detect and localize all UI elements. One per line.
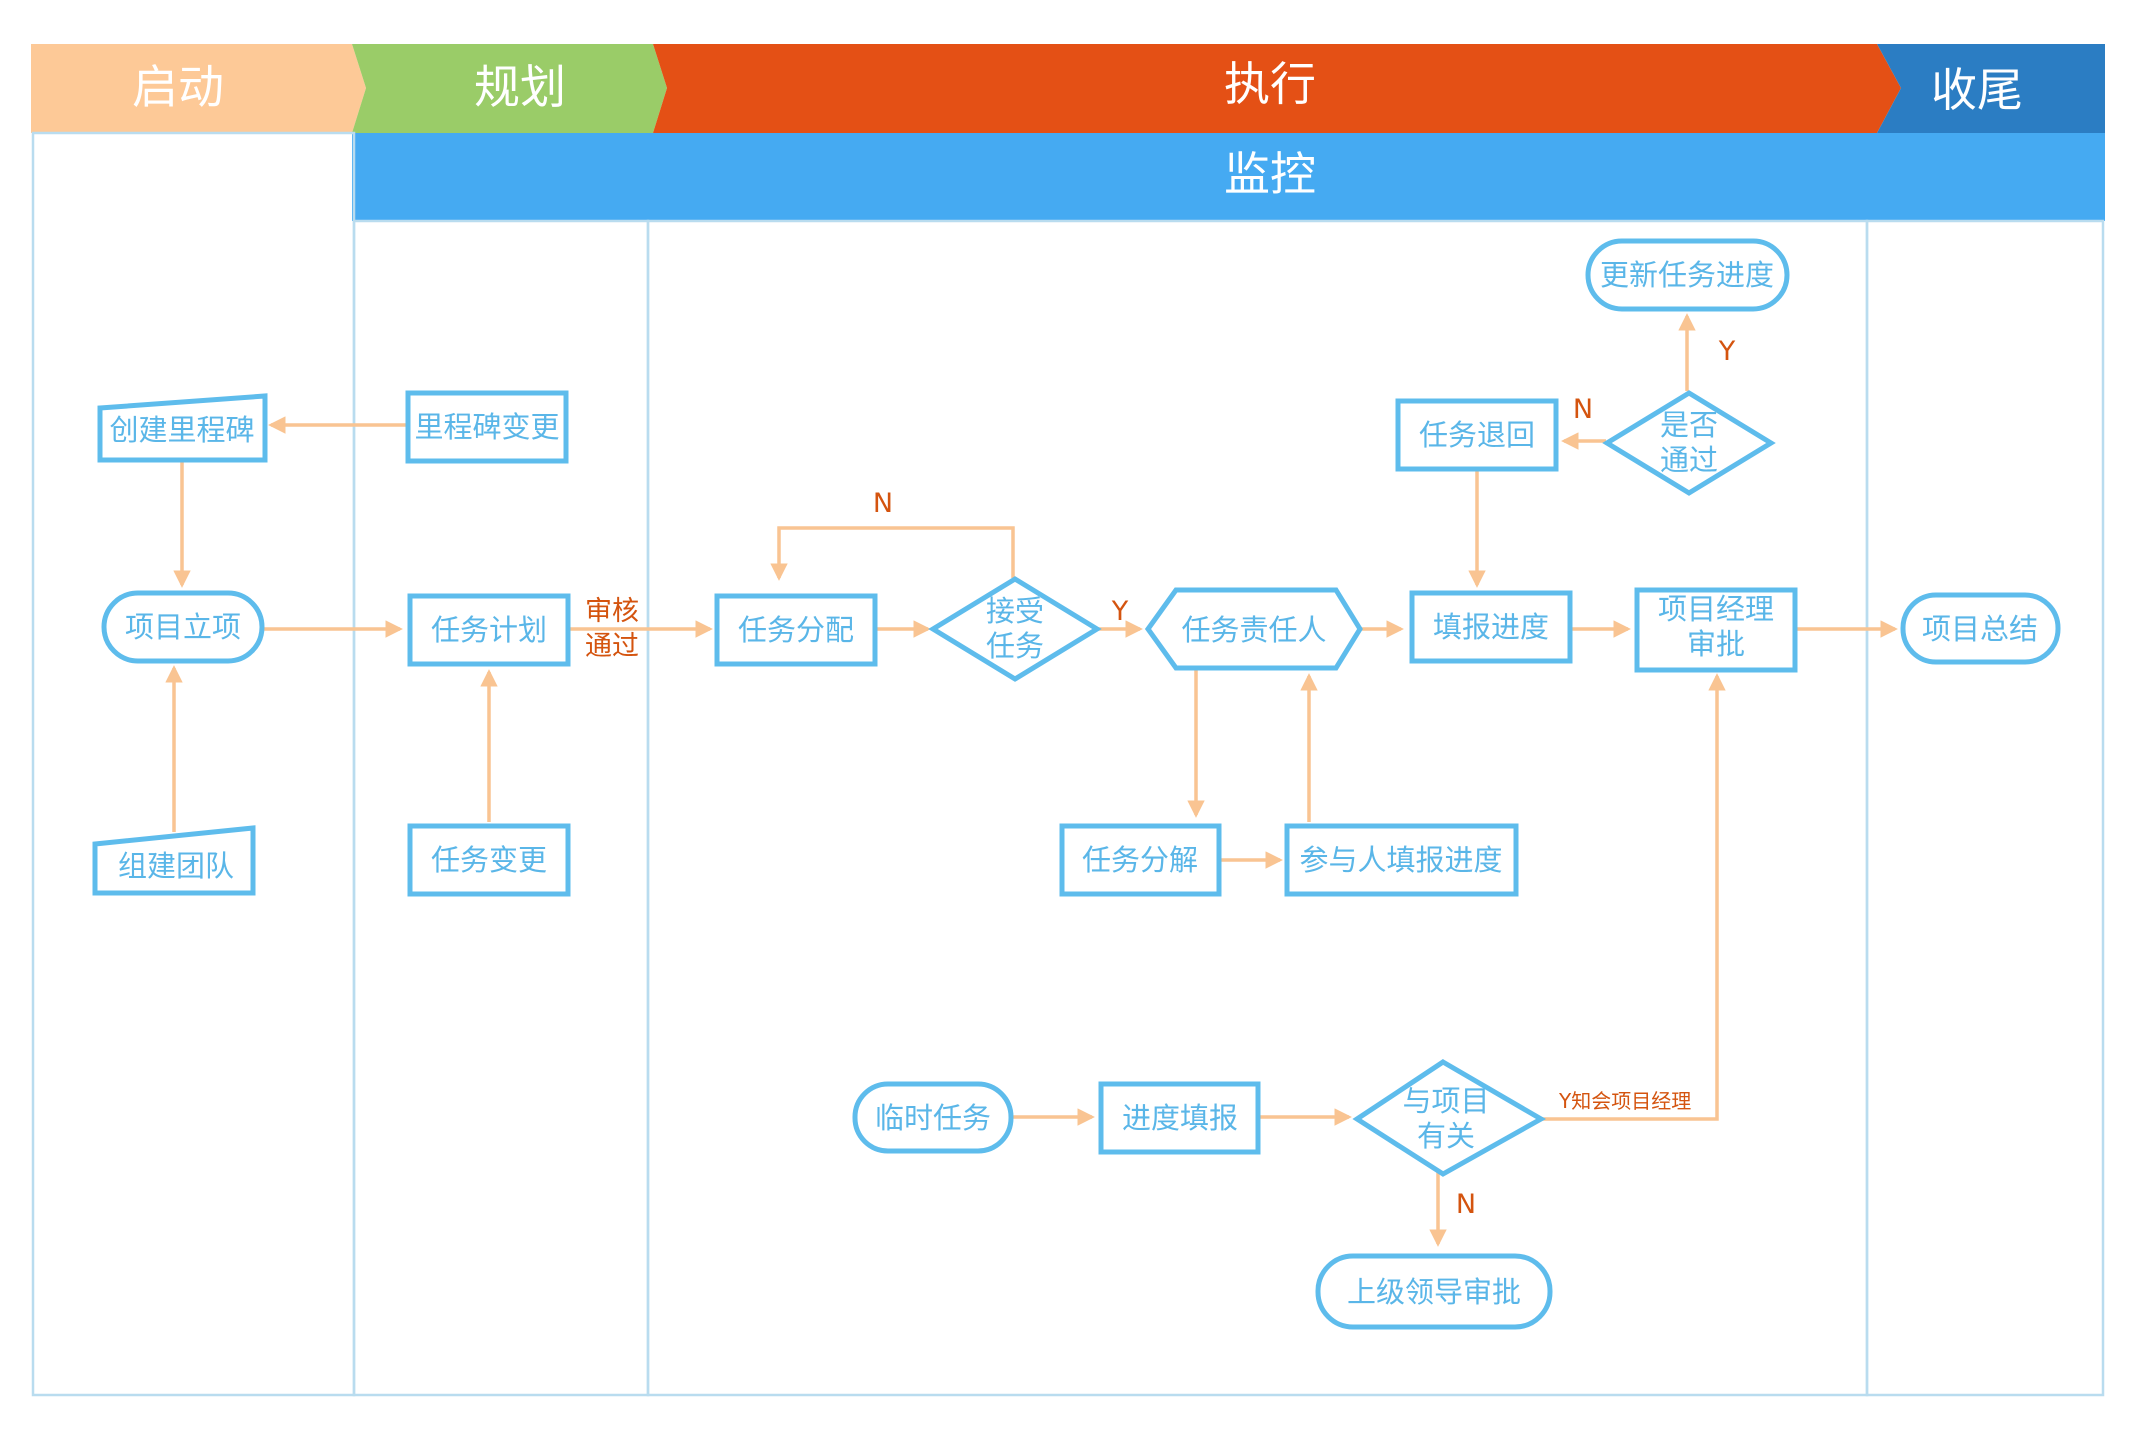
label-accept-yes: Y — [1111, 596, 1129, 627]
node-create-milestone-label: 创建里程碑 — [109, 413, 254, 447]
node-leader-approve[interactable]: 上级领导审批 — [1315, 1253, 1553, 1330]
node-task-change[interactable]: 任务变更 — [407, 823, 571, 897]
node-task-breakdown-label: 任务分解 — [1082, 843, 1198, 877]
node-pm-approve-label-2: 审批 — [1687, 627, 1745, 661]
arrow-accept-no-loop — [770, 526, 1015, 581]
node-temp-task[interactable]: 临时任务 — [852, 1081, 1014, 1154]
node-build-team-label: 组建团队 — [118, 849, 234, 883]
node-task-assign-label: 任务分配 — [738, 613, 854, 647]
phase-execute-label: 执行 — [1224, 57, 1316, 111]
lane-close — [1865, 219, 2105, 1397]
label-review-pass-2: 通过 — [585, 631, 639, 662]
node-is-pass-label-2: 通过 — [1660, 443, 1718, 477]
node-milestone-change-label: 里程碑变更 — [414, 410, 559, 444]
node-task-return[interactable]: 任务退回 — [1395, 398, 1559, 472]
node-accept-task[interactable]: 接受 任务 — [928, 576, 1102, 682]
lane-start — [31, 131, 356, 1397]
node-progress-report-label: 进度填报 — [1122, 1101, 1238, 1135]
node-participant-report[interactable]: 参与人填报进度 — [1284, 823, 1519, 897]
node-update-progress-label: 更新任务进度 — [1600, 258, 1774, 292]
node-task-breakdown[interactable]: 任务分解 — [1059, 823, 1222, 897]
node-task-plan[interactable]: 任务计划 — [407, 593, 571, 667]
node-task-assign[interactable]: 任务分配 — [714, 593, 878, 667]
nodes: 创建里程碑 里程碑变更 项目立项 组建团队 任务计划 任务变更 — [92, 238, 2061, 1330]
node-pm-approve[interactable]: 项目经理 审批 — [1634, 587, 1798, 673]
node-leader-approve-label: 上级领导审批 — [1347, 1275, 1521, 1309]
arrow-related-yes-to-pm — [1541, 673, 1726, 1121]
monitor-label: 监控 — [1224, 147, 1316, 201]
node-related-label-2: 有关 — [1417, 1119, 1475, 1153]
node-is-pass[interactable]: 是否 通过 — [1602, 390, 1776, 496]
node-accept-task-label-1: 接受 — [986, 594, 1044, 628]
phase-plan-band — [352, 44, 667, 133]
phase-plan-label: 规划 — [474, 60, 566, 114]
label-pass-yes: Y — [1718, 336, 1736, 367]
node-is-pass-label-1: 是否 — [1660, 408, 1718, 442]
node-report-progress-label: 填报进度 — [1433, 610, 1549, 644]
label-accept-no: N — [873, 488, 893, 519]
node-progress-report[interactable]: 进度填报 — [1098, 1081, 1261, 1155]
phase-start-label: 启动 — [132, 60, 224, 114]
node-task-owner[interactable]: 任务责任人 — [1144, 587, 1363, 671]
phase-header: 启动 规划 执行 收尾 — [31, 44, 2105, 133]
node-update-progress[interactable]: 更新任务进度 — [1585, 238, 1790, 312]
node-project-summary[interactable]: 项目总结 — [1900, 592, 2061, 665]
node-build-team[interactable]: 组建团队 — [92, 825, 256, 896]
phase-execute-band — [653, 44, 1901, 133]
node-related-label-1: 与项目 — [1402, 1084, 1489, 1118]
node-task-owner-label: 任务责任人 — [1181, 613, 1326, 647]
node-project-summary-label: 项目总结 — [1922, 612, 2038, 646]
node-project-setup[interactable]: 项目立项 — [101, 590, 265, 664]
node-report-progress[interactable]: 填报进度 — [1409, 590, 1573, 664]
label-related-yes: Y知会项目经理 — [1558, 1089, 1691, 1113]
phase-close-label: 收尾 — [1931, 63, 2023, 117]
node-pm-approve-label-1: 项目经理 — [1658, 592, 1774, 626]
label-related-no: N — [1456, 1189, 1476, 1220]
node-temp-task-label: 临时任务 — [875, 1101, 991, 1135]
node-task-plan-label: 任务计划 — [431, 613, 547, 647]
node-task-return-label: 任务退回 — [1419, 418, 1535, 452]
node-participant-report-label: 参与人填报进度 — [1299, 843, 1502, 877]
node-create-milestone[interactable]: 创建里程碑 — [97, 393, 268, 463]
node-related[interactable]: 与项目 有关 — [1352, 1059, 1547, 1177]
node-milestone-change[interactable]: 里程碑变更 — [405, 390, 569, 464]
label-pass-no: N — [1573, 394, 1593, 425]
monitor-band — [352, 133, 2105, 221]
edge-labels: 审核 通过 N Y N Y Y知会项目经理 N — [585, 336, 1736, 1220]
node-task-change-label: 任务变更 — [431, 843, 547, 877]
phase-start-band — [31, 44, 366, 133]
node-project-setup-label: 项目立项 — [125, 610, 241, 644]
node-accept-task-label-2: 任务 — [986, 629, 1044, 663]
phase-close-band — [1877, 44, 2105, 133]
swimlanes — [31, 131, 2105, 1397]
label-review-pass-1: 审核 — [585, 596, 639, 627]
connectors — [165, 313, 1898, 1247]
